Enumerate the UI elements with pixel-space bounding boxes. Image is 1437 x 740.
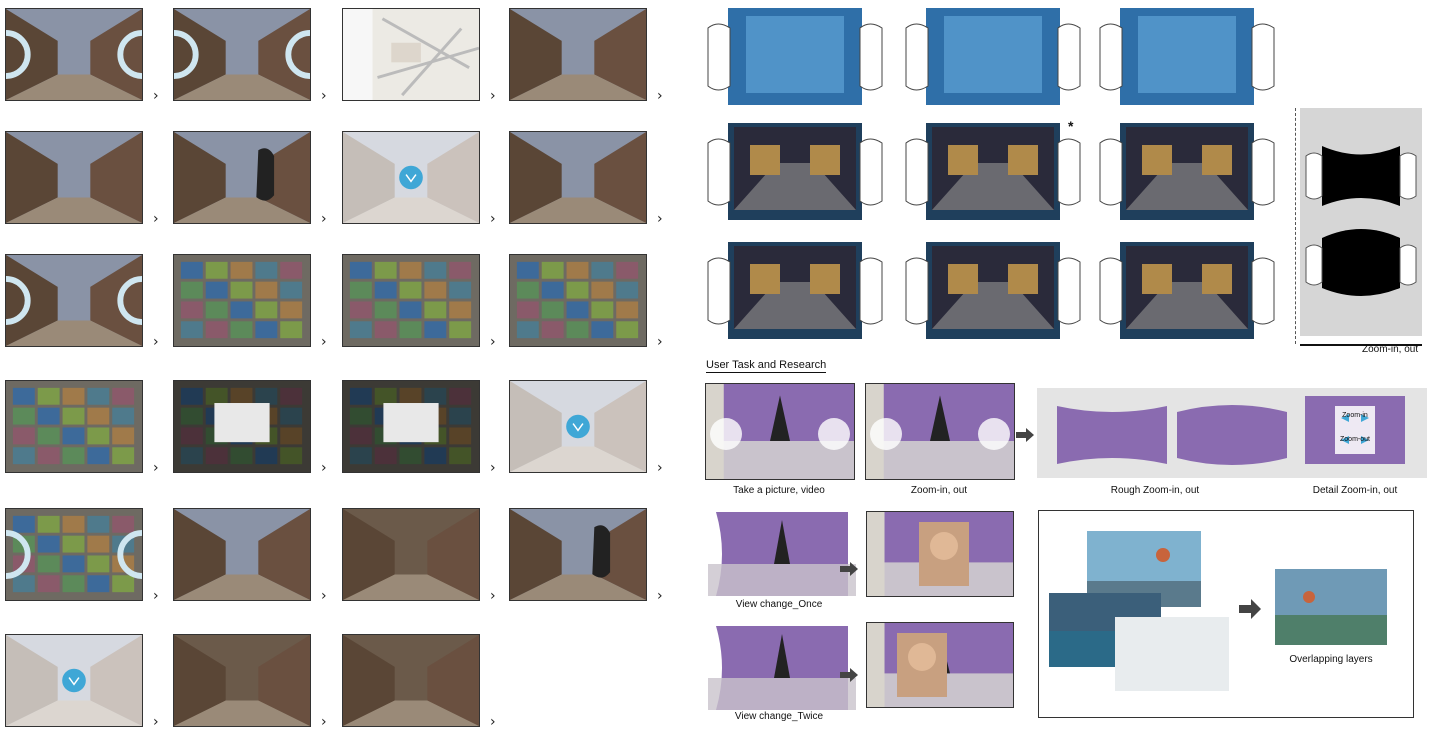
- storyboard-frame: [509, 8, 647, 101]
- caption-take-picture: Take a picture, video: [733, 485, 825, 496]
- sequence-arrow: ›: [321, 460, 327, 476]
- sequence-arrow: ›: [153, 460, 159, 476]
- curved-screen-concave: [1322, 146, 1400, 206]
- sequence-arrow: ›: [490, 714, 496, 730]
- curved-screen-convex: [1322, 229, 1400, 296]
- sequence-arrow: ›: [490, 334, 496, 350]
- storyboard-frame: [173, 380, 311, 473]
- storyboard-frame: [342, 131, 480, 224]
- photo-view-twice-before: [708, 626, 856, 710]
- right-arrow-icon: [840, 562, 858, 576]
- storyboard-frame: [342, 380, 480, 473]
- sequence-arrow: ›: [321, 334, 327, 350]
- device-frame: [904, 123, 1082, 220]
- label-zoom-out: Zoom-out: [1340, 436, 1370, 443]
- right-arrow-icon: [1016, 428, 1034, 442]
- sequence-arrow: ›: [153, 714, 159, 730]
- label-zoom-in: Zoom-in: [1342, 412, 1368, 419]
- device-frame: [1098, 8, 1276, 105]
- caption-view-twice: View change_Twice: [734, 711, 824, 722]
- section-title: User Task and Research: [706, 359, 827, 373]
- photo-view-twice-after: [866, 622, 1014, 708]
- sequence-arrow: ›: [657, 88, 663, 104]
- sequence-arrow: ›: [657, 334, 663, 350]
- storyboard-frame: [5, 8, 143, 101]
- sequence-arrow: ›: [153, 88, 159, 104]
- zoom-side-panel: [1300, 108, 1422, 336]
- caption-detail-zoom: Detail Zoom-in, out: [1312, 485, 1398, 496]
- storyboard-frame: [5, 254, 143, 347]
- sequence-arrow: ›: [153, 211, 159, 227]
- storyboard-frame: [173, 634, 311, 727]
- zoom-underline: [1300, 344, 1422, 346]
- zoom-variants-panel: [1037, 388, 1427, 478]
- device-frame: [904, 242, 1082, 339]
- sequence-arrow: ›: [321, 588, 327, 604]
- storyboard-frame: [509, 380, 647, 473]
- sequence-arrow: ›: [321, 88, 327, 104]
- device-frame: [1098, 123, 1276, 220]
- device-frame: [706, 123, 884, 220]
- sequence-arrow: ›: [490, 588, 496, 604]
- sequence-arrow: ›: [657, 588, 663, 604]
- device-frame: [706, 242, 884, 339]
- photo-take-picture: [705, 383, 855, 480]
- zoom-divider: [1295, 108, 1296, 344]
- caption-rough-zoom: Rough Zoom-in, out: [1110, 485, 1200, 496]
- sequence-arrow: ›: [153, 588, 159, 604]
- photo-view-once-after: [866, 511, 1014, 597]
- zoom-side-label: Zoom-in, out: [1362, 344, 1419, 355]
- storyboard-frame: [509, 508, 647, 601]
- storyboard-frame: [342, 634, 480, 727]
- device-frame: [904, 8, 1082, 105]
- caption-zoom: Zoom-in, out: [910, 485, 968, 496]
- sequence-arrow: ›: [153, 334, 159, 350]
- storyboard-frame: [5, 634, 143, 727]
- sequence-arrow: ›: [657, 460, 663, 476]
- sequence-arrow: ›: [490, 211, 496, 227]
- caption-view-once: View change_Once: [735, 599, 823, 610]
- storyboard-frame: [342, 508, 480, 601]
- storyboard-frame: [509, 254, 647, 347]
- photo-zoom: [865, 383, 1015, 480]
- storyboard-frame: [5, 131, 143, 224]
- device-frame: [1098, 242, 1276, 339]
- sequence-arrow: ›: [657, 211, 663, 227]
- storyboard-frame: [173, 131, 311, 224]
- device-frame: [706, 8, 884, 105]
- sequence-arrow: ›: [321, 714, 327, 730]
- sequence-arrow: ›: [490, 88, 496, 104]
- sequence-arrow: ›: [321, 211, 327, 227]
- storyboard-frame: [342, 254, 480, 347]
- storyboard-frame: [342, 8, 480, 101]
- annotation-star: *: [1068, 118, 1074, 134]
- caption-overlap: Overlapping layers: [1289, 654, 1373, 665]
- storyboard-frame: [5, 380, 143, 473]
- storyboard-frame: [173, 508, 311, 601]
- storyboard-frame: [509, 131, 647, 224]
- overlapping-layers-panel: [1038, 510, 1414, 718]
- sequence-arrow: ›: [490, 460, 496, 476]
- storyboard-frame: [173, 254, 311, 347]
- photo-view-once-before: [708, 512, 856, 596]
- right-arrow-icon: [840, 668, 858, 682]
- storyboard-frame: [5, 508, 143, 601]
- storyboard-frame: [173, 8, 311, 101]
